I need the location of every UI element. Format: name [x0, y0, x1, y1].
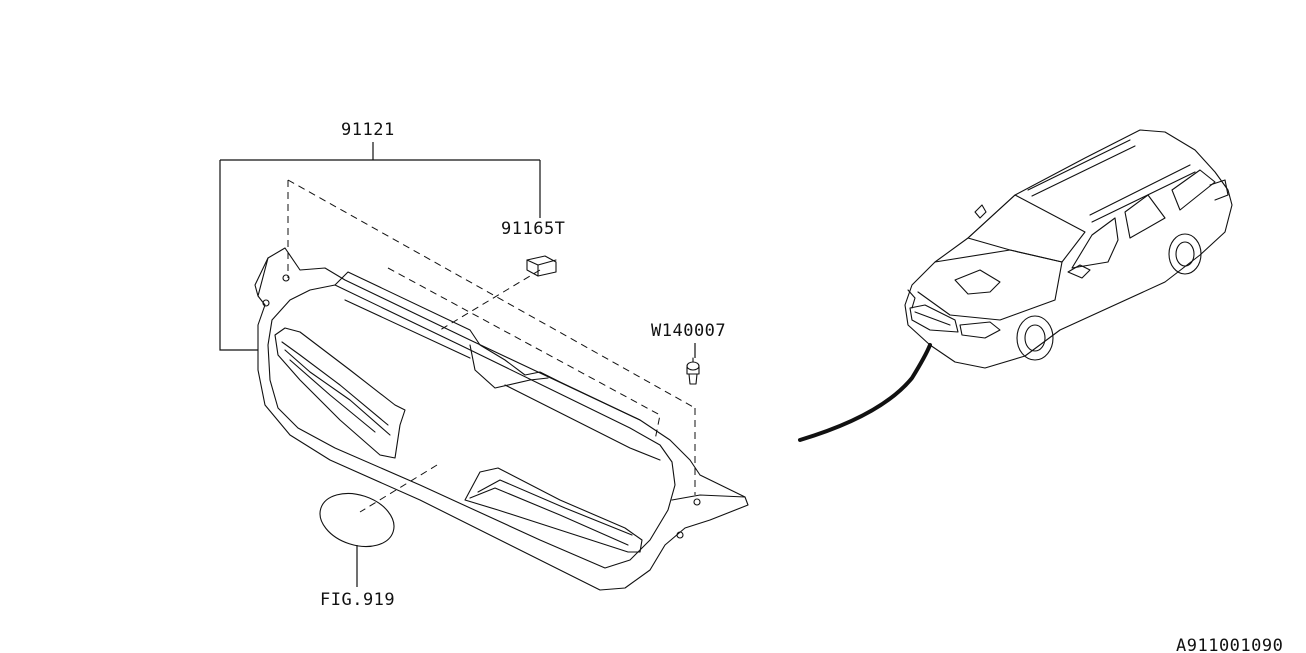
- diagram-id: A911001090: [1176, 636, 1283, 653]
- clip-91165t[interactable]: [526, 255, 557, 277]
- vehicle-sketch: [904, 129, 1233, 369]
- vehicle-leader-line: [798, 343, 932, 442]
- bracket-91121: [219, 142, 541, 351]
- assembly-dashed-lines: [287, 179, 696, 513]
- label-fig-919[interactable]: FIG.919: [320, 590, 395, 610]
- label-91121[interactable]: 91121: [341, 120, 395, 140]
- emblem-oval[interactable]: [313, 484, 401, 555]
- label-91165t[interactable]: 91165T: [501, 219, 565, 239]
- clip-w140007[interactable]: [686, 357, 700, 385]
- label-w140007[interactable]: W140007: [651, 321, 726, 341]
- front-grille[interactable]: [254, 247, 749, 591]
